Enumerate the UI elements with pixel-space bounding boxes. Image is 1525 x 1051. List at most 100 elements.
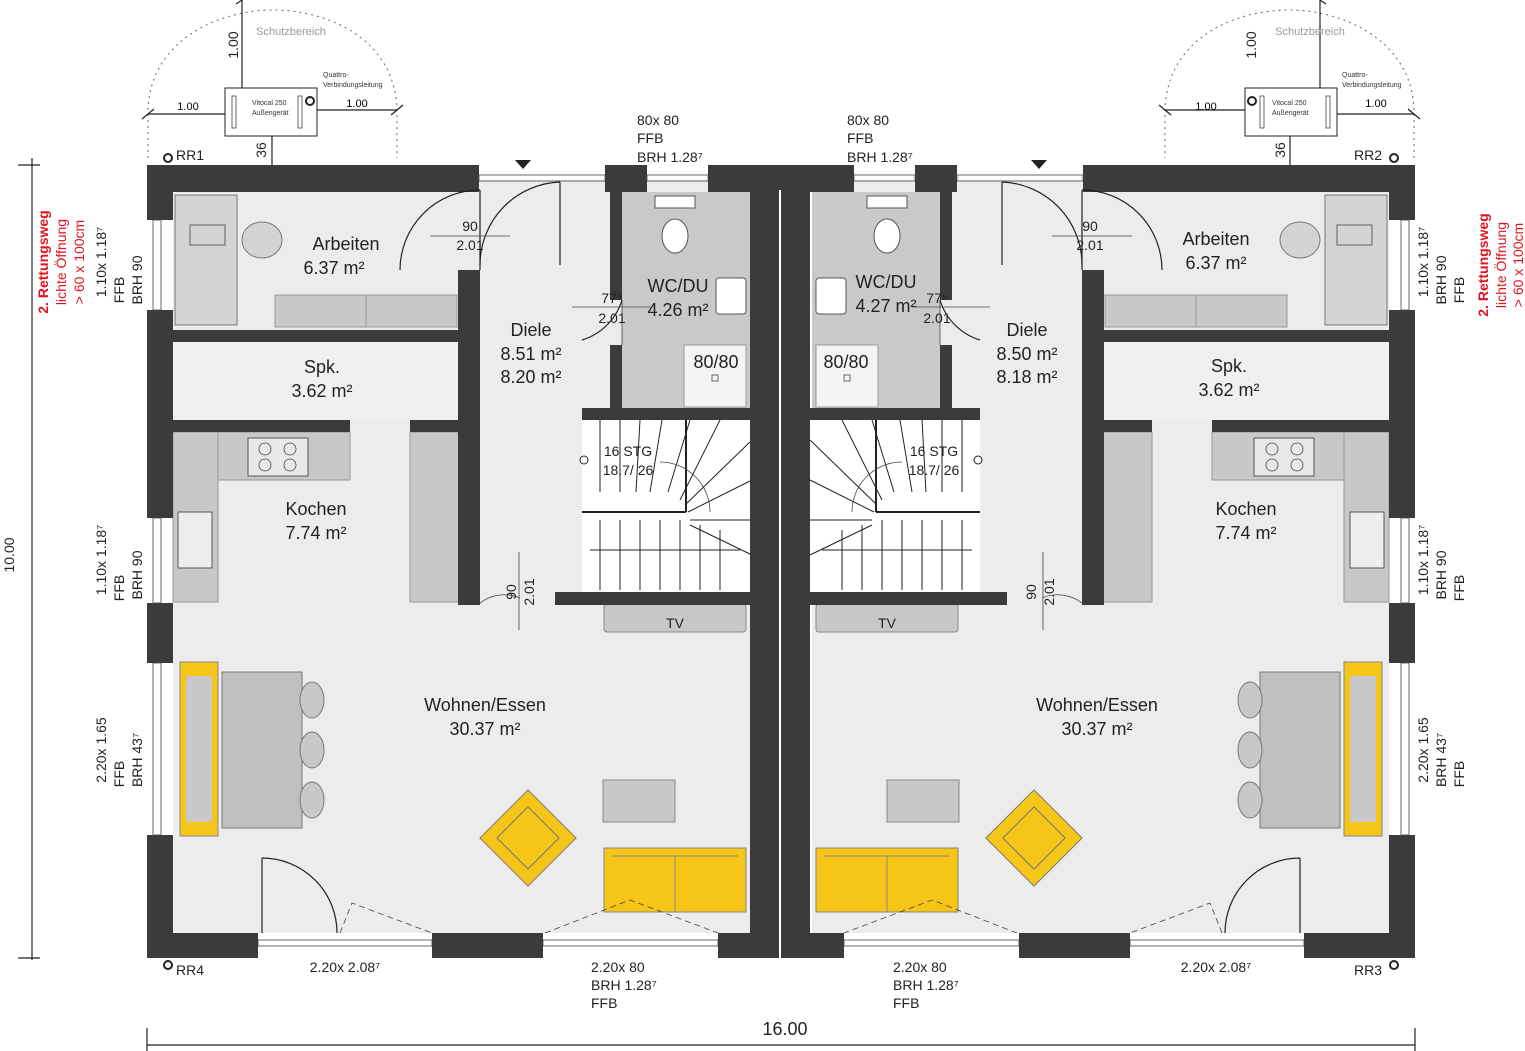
clearance-left: 1.00	[1195, 101, 1216, 113]
escape-route-right: 2. Rettungsweg lichte Öffnung > 60 x 100…	[1475, 213, 1525, 316]
window-top-brh: BRH 1.28⁷	[847, 149, 913, 165]
escape-route-size: > 60 x 100cm	[1510, 223, 1525, 307]
room-wohnen-name: Wohnen/Essen	[424, 695, 546, 715]
room-diele-area-2: 8.18 m²	[996, 367, 1057, 387]
room-diele-name: Diele	[1006, 320, 1047, 340]
room-wohnen-area: 30.37 m²	[449, 719, 520, 739]
right-unit-plan	[781, 0, 1421, 970]
door-arbeiten-width: 90	[462, 218, 478, 234]
clearance-top: 1.00	[1243, 31, 1259, 58]
room-arbeiten-name: Arbeiten	[1182, 229, 1249, 249]
window-essen-ffb: FFB	[111, 761, 127, 787]
window-top-brh: BRH 1.28⁷	[637, 149, 703, 165]
stairs-ratio: 18.7/ 26	[603, 462, 654, 478]
clearance-right: 1.00	[346, 98, 367, 110]
clearance-right: 1.00	[1365, 98, 1386, 110]
device-name: Vitocal 250	[1272, 100, 1307, 107]
window-bottom-brh: BRH 1.28⁷	[591, 977, 657, 993]
room-diele-area: 8.50 m²	[996, 344, 1057, 364]
stairs-steps: 16 STG	[604, 443, 652, 459]
clearance-left: 1.00	[177, 101, 198, 113]
left-unit-plan	[141, 0, 781, 970]
wall-distance: 36	[1272, 142, 1288, 158]
door-wohnen-height: 2.01	[1041, 578, 1057, 605]
door-wc-height: 2.01	[923, 310, 950, 326]
room-spk-name: Spk.	[1211, 356, 1247, 376]
right-unit-labels: Arbeiten 6.37 m² Spk. 3.62 m² Kochen 7.7…	[823, 112, 1467, 1011]
clearance-top: 1.00	[225, 31, 241, 58]
room-arbeiten-area: 6.37 m²	[1185, 253, 1246, 273]
protection-zone-label: Schutzbereich	[256, 26, 326, 38]
connection-label-1: Quattro-	[1342, 72, 1368, 79]
device-type: Außengerät	[1272, 110, 1309, 117]
window-kochen-ffb: FFB	[1451, 575, 1467, 601]
room-spk-area: 3.62 m²	[291, 381, 352, 401]
marker-rr3: RR3	[1354, 962, 1382, 978]
shower-size: 80/80	[693, 352, 738, 372]
door-wohnen-height: 2.01	[521, 578, 537, 605]
window-arbeiten-ffb: FFB	[1451, 277, 1467, 303]
window-bottom-size: 2.20x 80	[893, 959, 947, 975]
room-kochen-name: Kochen	[285, 499, 346, 519]
room-wc-name: WC/DU	[648, 276, 709, 296]
window-bottom-ffb: FFB	[591, 995, 617, 1011]
door-wc-height: 2.01	[598, 310, 625, 326]
window-bottom-brh: BRH 1.28⁷	[893, 977, 959, 993]
window-top-ffb: FFB	[637, 130, 663, 146]
marker-rr1: RR1	[176, 147, 204, 163]
outdoor-unit-right: Schutzbereich 1.00 1.00 1.00 Vitocal 250…	[1195, 26, 1401, 158]
shower-size: 80/80	[823, 352, 868, 372]
overall-depth: 10.00	[1, 537, 17, 572]
connection-label-2: Verbindungsleitung	[323, 82, 383, 89]
window-arbeiten-brh: BRH 90	[1433, 255, 1449, 304]
window-essen-size: 2.20x 1.65	[93, 717, 109, 783]
escape-route-opening: lichte Öffnung	[52, 219, 69, 305]
window-top-size: 80x 80	[637, 112, 679, 128]
window-kochen-size: 1.10x 1.18⁷	[1415, 525, 1431, 595]
escape-route-title: 2. Rettungsweg	[1475, 213, 1491, 316]
window-top-ffb: FFB	[847, 130, 873, 146]
window-arbeiten-ffb: FFB	[111, 277, 127, 303]
window-kochen-brh: BRH 90	[1433, 550, 1449, 599]
escape-route-left: 2. Rettungsweg lichte Öffnung > 60 x 100…	[35, 210, 87, 313]
room-kochen-name: Kochen	[1215, 499, 1276, 519]
device-type: Außengerät	[252, 110, 289, 117]
window-kochen-brh: BRH 90	[129, 550, 145, 599]
left-unit-labels: Arbeiten 6.37 m² Spk. 3.62 m² Kochen 7.7…	[93, 112, 739, 1011]
escape-route-title: 2. Rettungsweg	[35, 210, 51, 313]
room-wc-area: 4.26 m²	[647, 300, 708, 320]
window-bottom-size: 2.20x 80	[591, 959, 645, 975]
window-essen-brh: BRH 43⁷	[129, 733, 145, 787]
marker-rr2: RR2	[1354, 147, 1382, 163]
escape-route-opening: lichte Öffnung	[1492, 222, 1509, 308]
window-arbeiten-size: 1.10x 1.18⁷	[1415, 227, 1431, 297]
door-wohnen-width: 90	[503, 584, 519, 600]
room-diele-area: 8.51 m²	[500, 344, 561, 364]
room-kochen-area: 7.74 m²	[1215, 523, 1276, 543]
room-arbeiten-area: 6.37 m²	[303, 258, 364, 278]
tv-label: TV	[878, 615, 897, 631]
room-spk-area: 3.62 m²	[1198, 380, 1259, 400]
stairs-steps: 16 STG	[910, 443, 958, 459]
connection-label-1: Quattro-	[323, 72, 349, 79]
room-diele-area-2: 8.20 m²	[500, 367, 561, 387]
window-essen-size: 2.20x 1.65	[1415, 717, 1431, 783]
window-essen-brh: BRH 43⁷	[1433, 733, 1449, 787]
room-wc-area: 4.27 m²	[855, 296, 916, 316]
connection-label-2: Verbindungsleitung	[1342, 82, 1402, 89]
window-essen-ffb: FFB	[1451, 761, 1467, 787]
protection-zone-label: Schutzbereich	[1275, 26, 1345, 38]
overall-width: 16.00	[762, 1019, 807, 1039]
room-diele-name: Diele	[510, 320, 551, 340]
window-kochen-ffb: FFB	[111, 575, 127, 601]
door-wc-width: 77⁵	[926, 290, 947, 306]
window-terrace-size: 2.20x 2.08⁷	[1181, 959, 1251, 975]
window-kochen-size: 1.10x 1.18⁷	[93, 525, 109, 595]
stairs-ratio: 18.7/ 26	[909, 462, 960, 478]
window-top-size: 80x 80	[847, 112, 889, 128]
door-arbeiten-height: 2.01	[456, 237, 483, 253]
window-terrace-size: 2.20x 2.08⁷	[310, 959, 380, 975]
room-wc-name: WC/DU	[856, 272, 917, 292]
outdoor-unit-left: Schutzbereich 1.00 1.00 1.00 Vitocal 250…	[177, 26, 382, 158]
